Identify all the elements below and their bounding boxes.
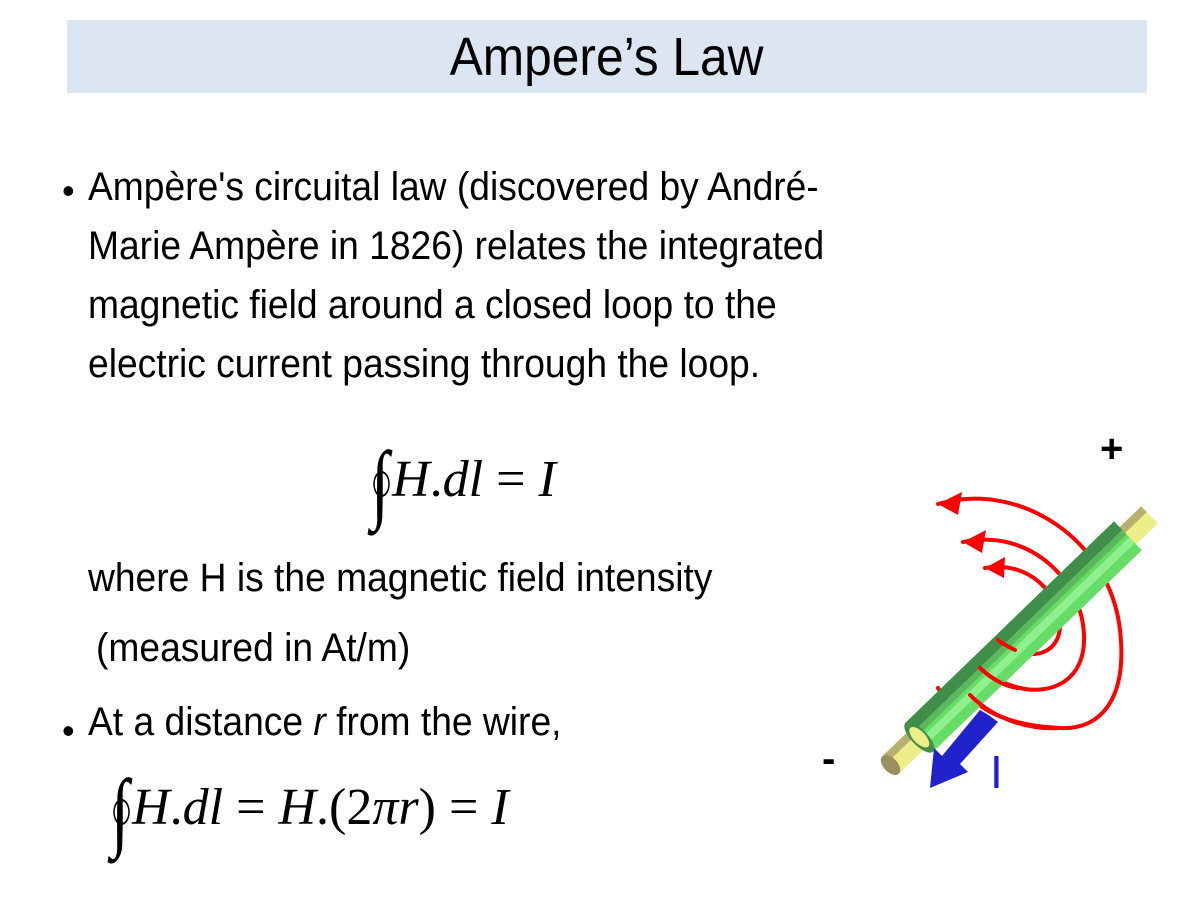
eq2-h: H [132,778,170,836]
field-arrow-outer-icon [938,492,962,515]
wire-magnetic-field-figure: I + - [820,420,1190,820]
bullet-marker: • [62,710,75,751]
eq2-pi: π [372,778,399,836]
field-arrow-inner-icon [985,557,1005,578]
eq1-equals: = [483,450,539,508]
bullet-2-text: At a distance r from the wire, [88,700,561,745]
eq2-dl: dl [182,778,224,836]
equation-amperes-law: ∫H.dl = I [368,440,556,528]
negative-terminal-label: - [822,737,835,781]
bullet-1-line-3: magnetic field around a closed loop to t… [88,283,777,327]
eq1-i: I [538,450,556,508]
bullet-1-line-2: Marie Ampère in 1826) relates the integr… [88,224,825,268]
positive-terminal-label: + [1100,427,1123,471]
wire-insulation [905,521,1142,752]
eq2-r: r [398,778,419,836]
eq1-dot: . [429,450,443,508]
eq2-h2: H [278,778,317,836]
current-label: I [990,746,1003,798]
bullet-2-italic-r: r [313,700,326,744]
title-bar: Ampere’s Law [67,20,1147,93]
bullet-1-line-4: electric current passing through the loo… [88,342,761,386]
explanation-line-1: where H is the magnetic field intensity [88,556,713,600]
equation-field-at-distance: ∫H.dl = H.(2πr) = I [108,768,509,856]
conductor-end-cap [880,755,901,775]
wire-field-illustration-icon: I + - [822,427,1158,798]
contour-integral-symbol: ∫ [111,763,130,860]
current-arrow-icon [930,710,998,788]
eq2-paren-open: .(2 [316,778,373,836]
slide-title: Ampere’s Law [450,26,764,87]
bullet-1-line-1: Ampère's circuital law (discovered by An… [88,165,819,209]
contour-integral-symbol: ∫ [371,435,390,532]
eq2-equals-2: = [435,778,492,836]
field-arrow-middle-icon [963,530,986,553]
bullet-2-text-after: from the wire, [325,700,562,744]
eq1-dl: dl [442,450,484,508]
bullet-marker: • [62,170,75,211]
bullet-2-text-before: At a distance [88,700,314,744]
eq2-equals-1: = [223,778,279,836]
bullet-1-paragraph: Ampère's circuital law (discovered by An… [88,158,1048,394]
eq2-i: I [491,778,509,836]
eq2-dot: . [169,778,183,836]
explanation-line-2: (measured in At/m) [96,626,411,670]
eq2-paren-close: ) [418,778,436,836]
eq1-h: H [392,450,430,508]
